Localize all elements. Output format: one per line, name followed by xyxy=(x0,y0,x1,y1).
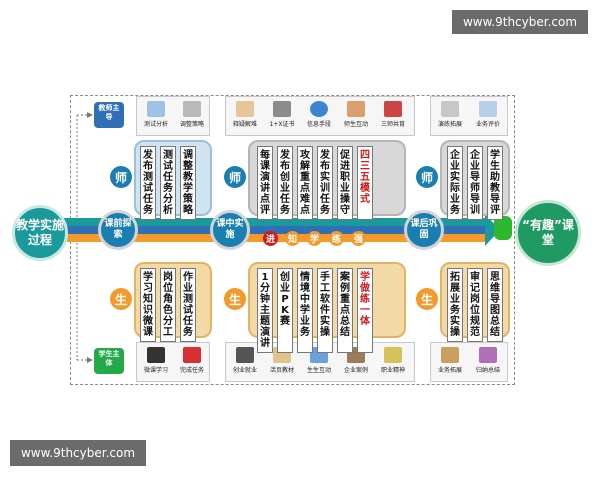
progress-dot-2: 知 xyxy=(285,231,300,246)
qa-tool: 释疑解难 xyxy=(226,101,264,128)
teacher-task-post-2: 企业导师导训 xyxy=(467,146,483,220)
progress-dot-4: 练 xyxy=(329,231,344,246)
teacher-task-post-1: 企业实际业务 xyxy=(447,146,463,220)
teacher-mark-mid: 师 xyxy=(224,166,246,188)
teacher-task-mid-6: 四三五模式 xyxy=(357,146,373,220)
teacher-toolbar-mid: 释疑解难 1+X证书 信息手段 师生互动 三师共育 xyxy=(225,96,415,136)
people-icon xyxy=(347,101,365,117)
film-icon xyxy=(147,347,165,363)
student-task-mid-4: 手工软件实操 xyxy=(317,268,333,353)
student-cols-pre: 学习知识微课 岗位角色分工 作业测试任务 xyxy=(140,268,196,342)
student-task-pre-2: 岗位角色分工 xyxy=(160,268,176,342)
student-task-mid-1: 1分钟主题演讲 xyxy=(257,268,273,353)
student-task-pre-1: 学习知识微课 xyxy=(140,268,156,342)
teacher-task-pre-2: 测试任务分析 xyxy=(160,146,176,220)
teacher-task-mid-5: 促进职业操守 xyxy=(337,146,353,220)
teacher-task-mid-2: 发布创业任务 xyxy=(277,146,293,220)
student-role-label: 学生主体 xyxy=(94,348,124,374)
briefcase-icon xyxy=(236,347,254,363)
teacher-task-pre-1: 发布测试任务 xyxy=(140,146,156,220)
teacher-cols-mid: 每课演讲点评 发布创业任务 攻解重点难点 发布实训任务 促进职业操守 四三五模式 xyxy=(257,146,373,220)
cards-icon xyxy=(384,347,402,363)
teacher-role-label: 教师主导 xyxy=(94,102,124,128)
expand-tool: 业务拓展 xyxy=(431,347,469,374)
stage-post: 课后巩固 xyxy=(404,210,444,250)
teacher-task-mid-3: 攻解重点难点 xyxy=(297,146,313,220)
users-icon xyxy=(479,101,497,117)
employment-tool: 创业就业 xyxy=(226,347,264,374)
student-task-mid-5: 案例重点总结 xyxy=(337,268,353,353)
student-task-post-2: 审记岗位规范 xyxy=(467,268,483,342)
student-task-post-3: 思维导图总结 xyxy=(487,268,503,342)
teacher-icon xyxy=(236,101,254,117)
teacher-task-pre-3: 调整教学策略 xyxy=(180,146,196,220)
process-circle: 教学实施过程 xyxy=(12,205,68,261)
teacher-cols-pre: 发布测试任务 测试任务分析 调整教学策略 xyxy=(140,146,196,220)
teacher-toolbar-pre: 测试分析 调整策略 xyxy=(136,96,210,136)
mindmap-icon xyxy=(479,347,497,363)
progress-dot-1: 进 xyxy=(263,231,278,246)
teacher-task-mid-1: 每课演讲点评 xyxy=(257,146,273,220)
student-task-pre-3: 作业测试任务 xyxy=(180,268,196,342)
teacher-mark-post: 师 xyxy=(416,166,438,188)
evaluation-tool: 业务评价 xyxy=(469,101,507,128)
watermark-top: www.9thcyber.com xyxy=(452,10,588,34)
teacher-cols-post: 企业实际业务 企业导师导训 学生助教导评 xyxy=(447,146,503,220)
flag-icon xyxy=(183,347,201,363)
student-task-mid-6: 学做练一体 xyxy=(357,268,373,353)
student-task-mid-3: 情境中学业务 xyxy=(297,268,313,353)
student-cols-post: 拓展业务实操 审记岗位规范 思维导图总结 xyxy=(447,268,503,342)
teacher-toolbar-post: 演练拓展 业务评价 xyxy=(430,96,508,136)
stage-mid: 课中实施 xyxy=(210,210,250,250)
microlesson-tool: 微课学习 xyxy=(137,347,175,374)
student-task-post-1: 拓展业务实操 xyxy=(447,268,463,342)
drill-tool: 演练拓展 xyxy=(431,101,469,128)
student-mark-mid: 生 xyxy=(224,288,246,310)
runner-icon xyxy=(494,216,512,240)
fun-classroom-circle: “有趣”课堂 xyxy=(515,200,581,266)
group-icon xyxy=(384,101,402,117)
summary-tool: 归纳总结 xyxy=(469,347,507,374)
student-toolbar-pre: 微课学习 完成任务 xyxy=(136,342,210,382)
student-mark-post: 生 xyxy=(416,288,438,310)
browser-icon xyxy=(310,101,328,117)
task-tool: 完成任务 xyxy=(173,347,211,374)
student-cols-mid: 1分钟主题演讲 创业PK赛 情境中学业务 手工软件实操 案例重点总结 学做练一体 xyxy=(257,268,373,353)
interaction-tool: 师生互动 xyxy=(337,101,375,128)
student-toolbar-post: 业务拓展 归纳总结 xyxy=(430,342,508,382)
certificate-tool: 1+X证书 xyxy=(263,101,301,128)
progress-dot-5: 强 xyxy=(351,231,366,246)
teacher-task-mid-4: 发布实训任务 xyxy=(317,146,333,220)
list-icon xyxy=(441,101,459,117)
chart-icon xyxy=(147,101,165,117)
test-analysis-tool: 测试分析 xyxy=(137,101,175,128)
teacher-task-post-3: 学生助教导评 xyxy=(487,146,503,220)
info-tool: 信息手段 xyxy=(300,101,338,128)
student-task-mid-2: 创业PK赛 xyxy=(277,268,293,353)
hand-icon xyxy=(441,347,459,363)
three-teachers-tool: 三师共育 xyxy=(374,101,412,128)
stage-pre: 课前探索 xyxy=(98,210,138,250)
watermark-bottom: www.9thcyber.com xyxy=(10,440,146,466)
student-mark-pre: 生 xyxy=(110,288,132,310)
notebook-icon xyxy=(183,101,201,117)
teacher-mark-pre: 师 xyxy=(110,166,132,188)
spirit-tool: 职业精神 xyxy=(374,347,412,374)
certificate-icon xyxy=(273,101,291,117)
adjust-strategy-tool: 调整策略 xyxy=(173,101,211,128)
progress-dot-3: 学 xyxy=(307,231,322,246)
